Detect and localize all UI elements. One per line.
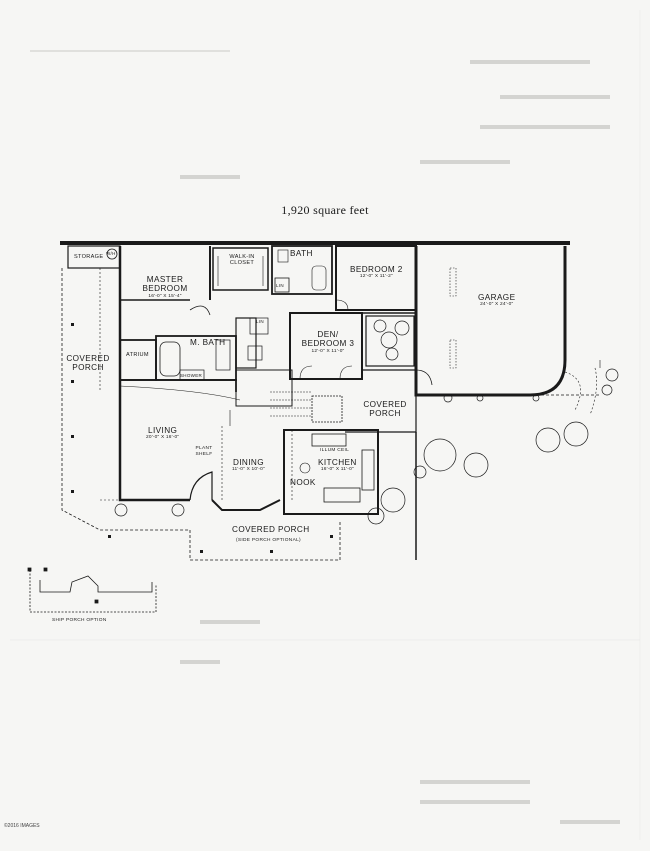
ghost-line <box>470 60 590 64</box>
water-heater-label: W/H <box>106 251 116 256</box>
den-bedroom-3-room <box>289 312 363 380</box>
walk-in-closet-room <box>212 247 269 291</box>
landscaping-shrubs <box>114 319 619 525</box>
ghost-text-top <box>30 10 230 52</box>
linen-label-1: LIN <box>276 283 284 288</box>
nook-label: NOOK <box>290 478 316 487</box>
master-bedroom-dimensions: 16'-0" X 15'-4" <box>148 293 182 299</box>
ghost-line <box>180 175 240 179</box>
living-label: LIVING 20'-0" X 16'-0" <box>146 426 180 441</box>
master-bath-label: M. BATH <box>190 338 226 347</box>
master-bedroom-label: MASTER BEDROOM 16'-0" X 15'-4" <box>140 275 190 299</box>
bath-room <box>271 245 333 295</box>
ghost-line <box>560 820 620 824</box>
ghost-line <box>500 95 610 99</box>
covered-porch-outline <box>61 268 341 561</box>
covered-porch-left-label: COVERED PORCH <box>66 354 110 373</box>
illuminated-ceiling-label: ILLUM CEIL <box>320 448 350 453</box>
bath-label: BATH <box>290 249 313 258</box>
walk-in-closet-label: WALK-IN CLOSET <box>229 254 255 267</box>
ghost-line <box>200 620 260 624</box>
atrium-label: ATRIUM <box>126 352 149 358</box>
ship-porch-option-sketch <box>27 567 157 613</box>
ghost-line <box>420 800 530 804</box>
bedroom-2-dimensions: 12'-0" X 11'-2" <box>359 274 393 280</box>
storage-label: STORAGE <box>74 254 104 260</box>
linen-label-2: LIN <box>256 319 264 324</box>
right-covered-porch <box>345 369 417 433</box>
ghost-line <box>480 125 610 129</box>
kitchen-label: KITCHEN 16'-0" X 11'-0" <box>318 458 357 473</box>
kitchen-dimensions: 16'-0" X 11'-0" <box>320 467 354 473</box>
square-footage-title: 1,920 square feet <box>281 203 369 217</box>
covered-porch-bottom-label: COVERED PORCH <box>232 525 310 534</box>
dining-dimensions: 11'-0" X 10'-0" <box>232 467 265 473</box>
shower-label: SHOWER <box>180 373 203 378</box>
ship-porch-option-label: SHIP PORCH OPTION <box>52 618 107 623</box>
side-porch-optional-label: (SIDE PORCH OPTIONAL) <box>236 538 301 543</box>
kitchen-room <box>283 429 379 515</box>
den-bedroom-3-dimensions: 12'-0" X 11'-0" <box>311 348 345 354</box>
garage-dimensions: 24'-0" X 24'-0" <box>480 302 514 308</box>
living-dimensions: 20'-0" X 16'-0" <box>146 435 180 441</box>
ghost-line <box>180 660 220 664</box>
den-bedroom-3-label: DEN/ BEDROOM 3 12'-0" X 11'-0" <box>301 330 355 354</box>
garage-walls <box>414 246 567 397</box>
plant-shelf-label: PLANT SHELF <box>195 446 213 457</box>
covered-porch-right-label: COVERED PORCH <box>363 400 407 419</box>
water-heater-symbol <box>106 248 118 260</box>
garage-label: GARAGE 24'-0" X 24'-0" <box>478 293 516 308</box>
ghost-line <box>420 780 530 784</box>
copyright-text: ©2016 IMAGES <box>4 823 40 829</box>
porch-columns <box>71 323 333 553</box>
dining-label: DINING 11'-0" X 10'-0" <box>232 458 265 473</box>
atrium-room <box>119 339 157 381</box>
ghost-line <box>420 160 510 164</box>
bedroom-2-label: BEDROOM 2 12'-0" X 11'-2" <box>350 265 403 280</box>
dining-bay-window <box>211 499 281 511</box>
